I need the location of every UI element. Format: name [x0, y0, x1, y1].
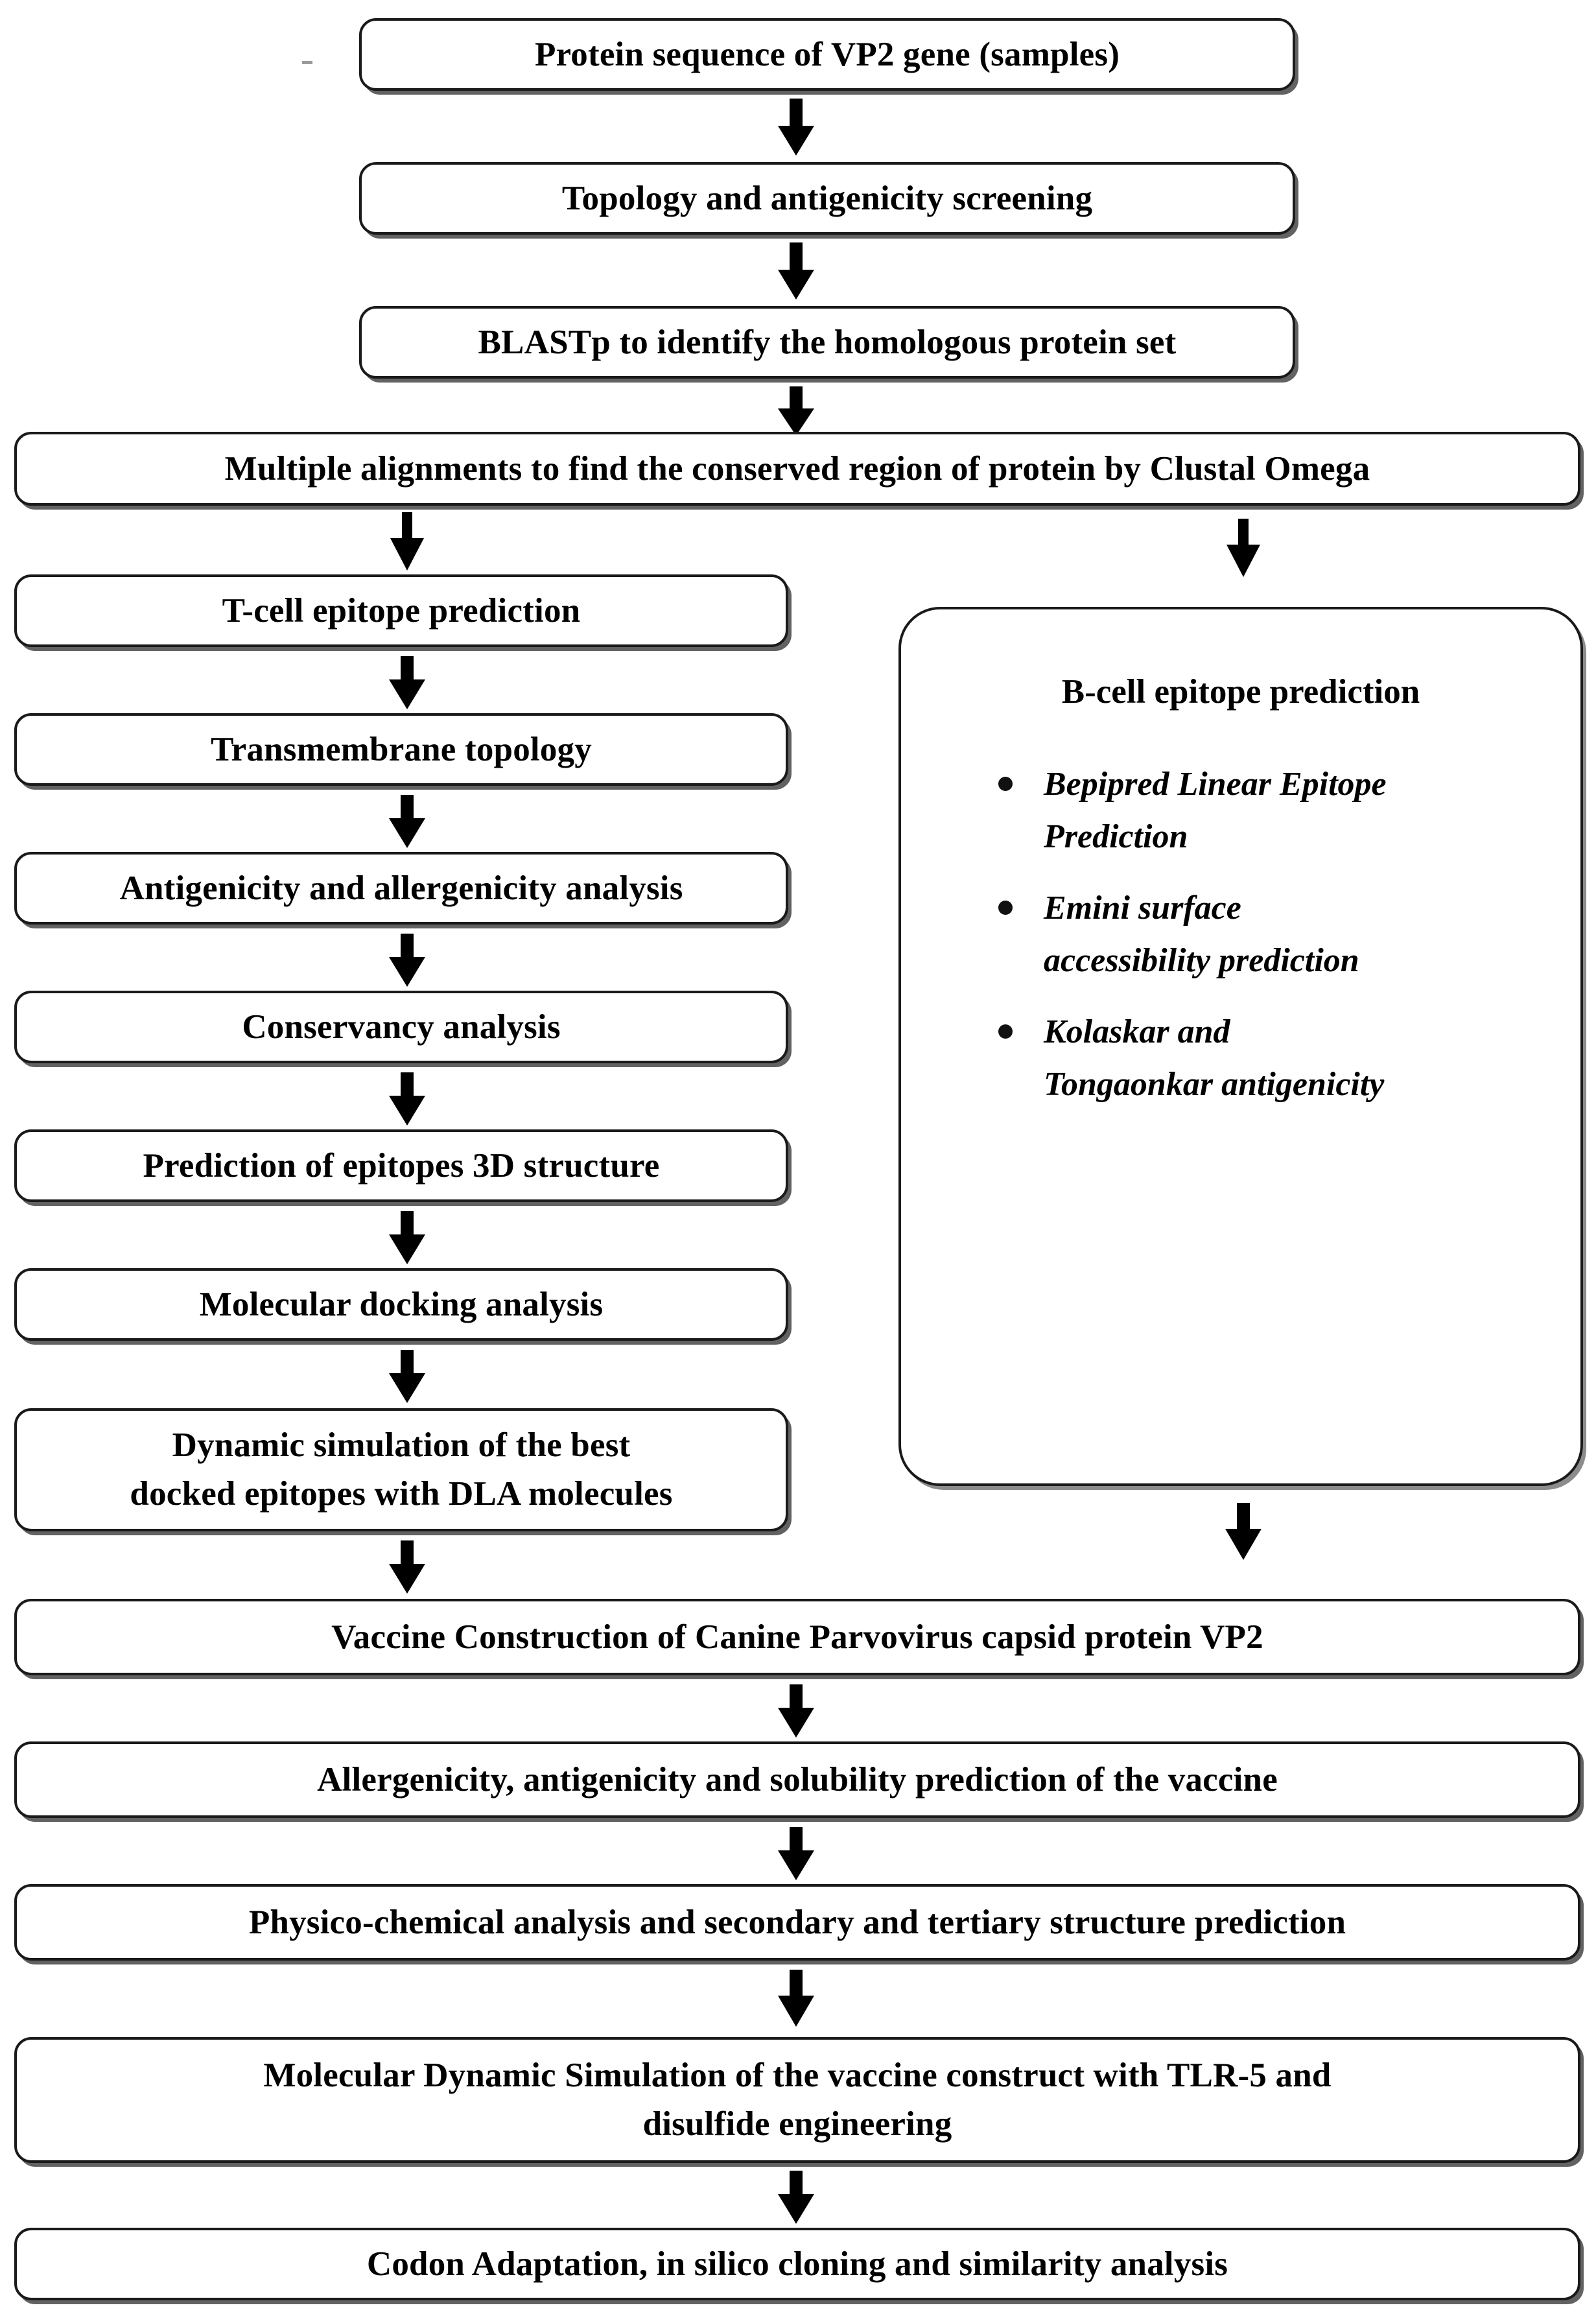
- node-codon-adaptation-cloning[interactable]: Codon Adaptation, in silico cloning and …: [14, 2228, 1580, 2300]
- panel-bcell-epitope-prediction[interactable]: B-cell epitope prediction Bepipred Linea…: [898, 607, 1583, 1486]
- node-molecular-dynamic-simulation-tlr5[interactable]: Molecular Dynamic Simulation of the vacc…: [14, 2037, 1580, 2163]
- bcell-bullet-label: Bepipred Linear Epitope Prediction: [1044, 766, 1387, 855]
- node-md-simulation-line1: Molecular Dynamic Simulation of the vacc…: [263, 2056, 1332, 2094]
- bullet-dot-icon: [998, 901, 1013, 915]
- node-conservancy-analysis[interactable]: Conservancy analysis: [14, 991, 788, 1063]
- bcell-bullet-list: Bepipred Linear Epitope Prediction Emini…: [998, 759, 1555, 1131]
- node-vaccine-construction[interactable]: Vaccine Construction of Canine Parvoviru…: [14, 1599, 1580, 1675]
- node-antigenicity-allergenicity-analysis[interactable]: Antigenicity and allergenicity analysis: [14, 852, 788, 925]
- node-blastp-homologous-protein-set[interactable]: BLASTp to identify the homologous protei…: [359, 306, 1295, 379]
- node-dynamic-simulation-line2: docked epitopes with DLA molecules: [130, 1475, 673, 1513]
- node-transmembrane-topology[interactable]: Transmembrane topology: [14, 713, 788, 786]
- list-item[interactable]: Kolaskar and Tongaonkar antigenicity: [998, 1006, 1555, 1111]
- node-dynamic-simulation-line1: Dynamic simulation of the best: [172, 1426, 631, 1464]
- arrow-bcell-n12: [1223, 1503, 1264, 1561]
- arrow-n11-n12: [386, 1540, 428, 1595]
- arrow-n15-n16: [775, 2171, 817, 2225]
- list-item[interactable]: Bepipred Linear Epitope Prediction: [998, 759, 1555, 863]
- bcell-bullet-label: Emini surface accessibility prediction: [1044, 890, 1359, 979]
- arrow-n5-n6: [386, 656, 428, 711]
- node-dynamic-simulation-docked-epitopes[interactable]: Dynamic simulation of the best docked ep…: [14, 1408, 788, 1531]
- arrow-n13-n14: [775, 1827, 817, 1881]
- bcell-bullet-label: Kolaskar and Tongaonkar antigenicity: [1044, 1013, 1385, 1103]
- node-topology-antigenicity-screening[interactable]: Topology and antigenicity screening: [359, 162, 1295, 235]
- arrow-n3-n4: [775, 386, 817, 437]
- node-prediction-epitopes-3d-structure[interactable]: Prediction of epitopes 3D structure: [14, 1129, 788, 1202]
- panel-bcell-title: B-cell epitope prediction: [1061, 673, 1420, 711]
- bullet-dot-icon: [998, 1024, 1013, 1039]
- arrow-n9-n10: [386, 1211, 428, 1266]
- scan-artifact: [302, 61, 312, 64]
- arrow-n1-n2: [775, 99, 817, 157]
- node-md-simulation-line2: disulfide engineering: [642, 2105, 952, 2143]
- arrow-n10-n11: [386, 1350, 428, 1404]
- arrow-n6-n7: [386, 795, 428, 849]
- arrow-n4-bcell: [1223, 519, 1264, 578]
- node-allergenicity-antigenicity-solubility[interactable]: Allergenicity, antigenicity and solubili…: [14, 1741, 1580, 1818]
- arrow-n2-n3: [775, 242, 817, 301]
- node-protein-sequence[interactable]: Protein sequence of VP2 gene (samples): [359, 18, 1295, 91]
- node-tcell-epitope-prediction[interactable]: T-cell epitope prediction: [14, 574, 788, 647]
- list-item[interactable]: Emini surface accessibility prediction: [998, 882, 1555, 987]
- arrow-n8-n9: [386, 1072, 428, 1127]
- node-multiple-alignments-clustal-omega[interactable]: Multiple alignments to find the conserve…: [14, 432, 1580, 506]
- node-physico-chemical-structure-prediction[interactable]: Physico-chemical analysis and secondary …: [14, 1884, 1580, 1961]
- node-molecular-docking-analysis[interactable]: Molecular docking analysis: [14, 1268, 788, 1341]
- arrow-n14-n15: [775, 1970, 817, 2028]
- arrow-n7-n8: [386, 934, 428, 988]
- arrow-n12-n13: [775, 1684, 817, 1739]
- bullet-dot-icon: [998, 777, 1013, 791]
- arrow-n4-n5: [386, 512, 428, 572]
